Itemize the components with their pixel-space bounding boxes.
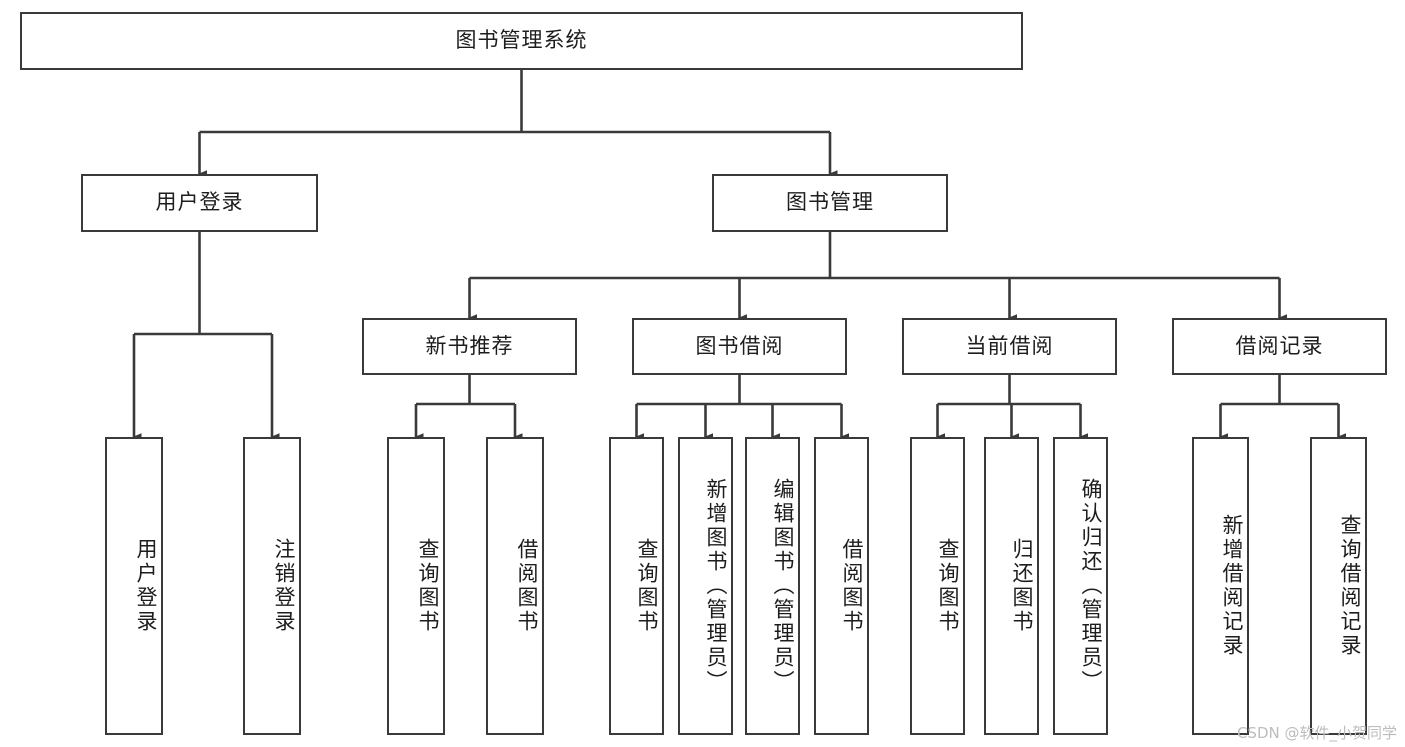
node-root[interactable]: 图书管理系统 xyxy=(20,12,1023,70)
leaf-user-logout-label: 注销登录 xyxy=(272,538,296,634)
leaf-user-login-label: 用户登录 xyxy=(134,538,158,634)
leaf-borrow-book-label: 借阅图书 xyxy=(840,538,864,634)
leaf-edit-book-admin-label: 编辑图书（管理员） xyxy=(771,478,795,694)
node-borrow-records[interactable]: 借阅记录 xyxy=(1172,318,1387,375)
node-book-borrow[interactable]: 图书借阅 xyxy=(632,318,847,375)
node-current-borrow-label: 当前借阅 xyxy=(965,333,1054,358)
leaf-user-logout[interactable]: 注销登录 xyxy=(243,437,301,735)
node-new-book-recommend-label: 新书推荐 xyxy=(425,333,514,358)
node-book-borrow-label: 图书借阅 xyxy=(695,333,784,358)
leaf-borrow-book[interactable]: 借阅图书 xyxy=(814,437,869,735)
leaf-return-book-label: 归还图书 xyxy=(1010,538,1034,634)
leaf-new-borrow-book[interactable]: 借阅图书 xyxy=(486,437,544,735)
leaf-current-query-book[interactable]: 查询图书 xyxy=(910,437,965,735)
node-user-login[interactable]: 用户登录 xyxy=(81,174,318,232)
leaf-add-borrow-record-label: 新增借阅记录 xyxy=(1220,514,1244,658)
node-borrow-records-label: 借阅记录 xyxy=(1235,333,1324,358)
node-book-management[interactable]: 图书管理 xyxy=(712,174,948,232)
leaf-edit-book-admin[interactable]: 编辑图书（管理员） xyxy=(745,437,800,735)
leaf-borrow-query-book[interactable]: 查询图书 xyxy=(609,437,664,735)
leaf-query-borrow-record[interactable]: 查询借阅记录 xyxy=(1310,437,1367,735)
node-user-login-label: 用户登录 xyxy=(155,190,244,215)
leaf-borrow-query-book-label: 查询图书 xyxy=(635,538,659,634)
leaf-new-query-book[interactable]: 查询图书 xyxy=(387,437,445,735)
leaf-confirm-return-admin[interactable]: 确认归还（管理员） xyxy=(1053,437,1108,735)
leaf-new-borrow-book-label: 借阅图书 xyxy=(515,538,539,634)
leaf-return-book[interactable]: 归还图书 xyxy=(984,437,1039,735)
leaf-confirm-return-admin-label: 确认归还（管理员） xyxy=(1079,478,1103,694)
csdn-watermark: CSDN @软件_小贺同学 xyxy=(1236,724,1397,742)
leaf-add-borrow-record[interactable]: 新增借阅记录 xyxy=(1192,437,1249,735)
leaf-user-login[interactable]: 用户登录 xyxy=(105,437,163,735)
node-book-management-label: 图书管理 xyxy=(786,190,874,215)
leaf-new-query-book-label: 查询图书 xyxy=(416,538,440,634)
node-root-label: 图书管理系统 xyxy=(455,28,588,53)
leaf-current-query-book-label: 查询图书 xyxy=(936,538,960,634)
node-current-borrow[interactable]: 当前借阅 xyxy=(902,318,1117,375)
leaf-query-borrow-record-label: 查询借阅记录 xyxy=(1338,514,1362,658)
node-new-book-recommend[interactable]: 新书推荐 xyxy=(362,318,577,375)
leaf-add-book-admin-label: 新增图书（管理员） xyxy=(704,478,728,694)
leaf-add-book-admin[interactable]: 新增图书（管理员） xyxy=(678,437,733,735)
